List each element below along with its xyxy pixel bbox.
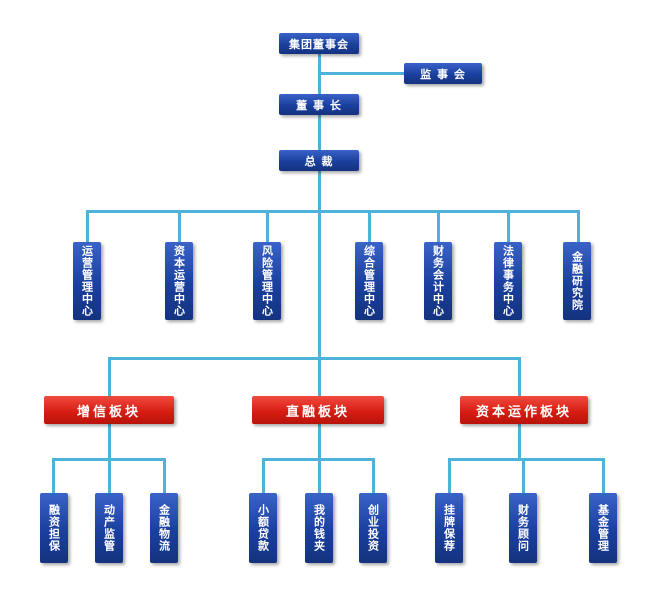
connector-line	[318, 170, 321, 396]
connector-line	[266, 210, 269, 242]
unit-listing-sponsor-box: 挂牌保荐	[435, 493, 463, 563]
chairman-box: 董 事 长	[279, 94, 359, 115]
connector-line	[368, 210, 371, 242]
connector-line	[318, 72, 405, 75]
connector-line	[372, 458, 375, 493]
center-capital-operations-box: 资本运营中心	[165, 242, 193, 320]
center-finance-accounting-box: 财务会计中心	[424, 242, 452, 320]
supervisory-board-box: 监 事 会	[404, 63, 482, 84]
unit-financial-logistics-box: 金融物流	[150, 493, 178, 563]
president-box: 总 裁	[279, 150, 359, 171]
connector-line	[518, 357, 521, 396]
sector-direct-financing-box: 直融板块	[252, 396, 384, 424]
connector-line	[262, 458, 265, 493]
connector-line	[108, 357, 521, 360]
connector-line	[522, 458, 525, 493]
connector-line	[507, 210, 510, 242]
unit-financing-guarantee-box: 融资担保	[40, 493, 68, 563]
connector-line	[577, 210, 580, 242]
connector-line	[52, 458, 55, 493]
unit-venture-investment-box: 创业投资	[359, 493, 387, 563]
unit-fund-management-box: 基金管理	[589, 493, 617, 563]
unit-movable-supervision-box: 动产监管	[95, 493, 123, 563]
connector-line	[318, 114, 321, 150]
unit-my-wallet-box: 我的钱夹	[305, 493, 333, 563]
connector-line	[108, 357, 111, 396]
connector-line	[448, 458, 605, 461]
connector-line	[437, 210, 440, 242]
connector-line	[448, 458, 451, 493]
center-general-management-box: 综合管理中心	[355, 242, 383, 320]
financial-research-institute-box: 金融研究院	[563, 242, 591, 320]
center-risk-management-box: 风险管理中心	[253, 242, 281, 320]
connector-line	[163, 458, 166, 493]
connector-line	[86, 210, 89, 242]
connector-line	[86, 210, 580, 213]
connector-line	[518, 424, 521, 459]
sector-capital-operation-box: 资本运作板块	[460, 396, 588, 424]
center-legal-affairs-box: 法律事务中心	[494, 242, 522, 320]
connector-line	[178, 210, 181, 242]
connector-line	[108, 458, 111, 493]
unit-financial-advisor-box: 财务顾问	[509, 493, 537, 563]
group-board-box: 集团董事会	[279, 33, 359, 54]
center-operations-box: 运营管理中心	[73, 242, 101, 320]
connector-line	[108, 424, 111, 459]
connector-line	[318, 458, 321, 493]
sector-credit-enhancement-box: 增信板块	[44, 396, 174, 424]
unit-microloan-box: 小额贷款	[249, 493, 277, 563]
connector-line	[602, 458, 605, 493]
connector-line	[318, 424, 321, 459]
